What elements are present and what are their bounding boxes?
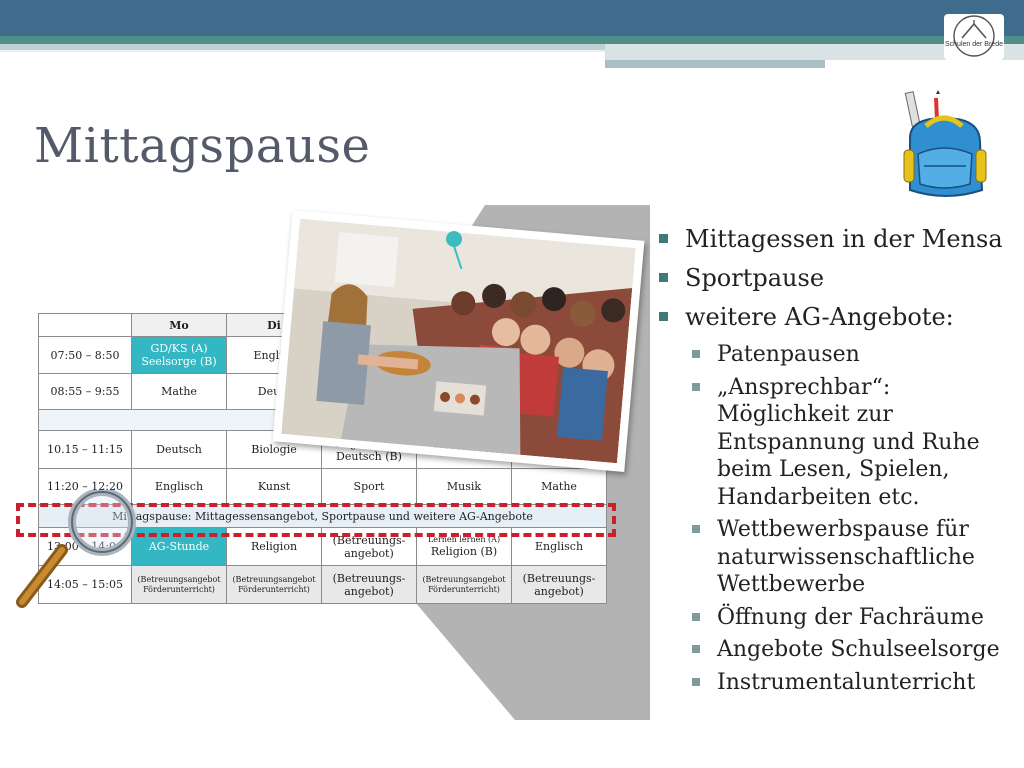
timetable-cell: (Betreuungsangebot Förderunterricht) — [416, 565, 512, 604]
cafeteria-photo-frame — [272, 210, 645, 472]
bullet-text: Sportpause — [685, 264, 825, 292]
timetable-cell: Mathe — [511, 468, 607, 505]
sub-bullet-item: Instrumentalunterricht — [658, 669, 1018, 697]
logo-icon: Schulen der Brede — [944, 14, 1004, 60]
timetable-header-corner — [38, 313, 132, 337]
timetable-lunch-break-row: Mittagspause: Mittagessensangebot, Sport… — [38, 504, 607, 528]
square-bullet-icon — [659, 312, 668, 321]
timetable-cell: (Betreuungs-angebot) — [511, 565, 607, 604]
timetable-cell: Deutsch — [131, 430, 227, 469]
sub-bullet-text: „Ansprechbar“: Möglichkeit zur Entspannu… — [717, 374, 980, 510]
timetable-cell: GD/KS (A) Seelsorge (B) — [131, 336, 227, 374]
timetable-cell: (Betreuungsangebot Förderunterricht) — [131, 565, 227, 604]
header-accent-band — [0, 36, 1024, 44]
bullet-list: Mittagessen in der Mensa Sportpause weit… — [658, 220, 1018, 701]
timetable-cell: Musik — [416, 468, 512, 505]
square-bullet-icon — [659, 273, 668, 282]
header-light-band — [0, 44, 605, 50]
magnifier-icon — [12, 488, 142, 612]
timetable-cell: (Betreuungsangebot Förderunterricht) — [226, 565, 322, 604]
sub-bullet-item: Angebote Schulseelsorge — [658, 636, 1018, 664]
header-band — [0, 0, 1024, 36]
cafeteria-photo — [281, 218, 636, 464]
timetable-cell-text: Religion (B) — [430, 545, 498, 558]
sub-bullet-item: Öffnung der Fachräume — [658, 604, 1018, 632]
header-light-band-lower — [605, 60, 825, 68]
bullet-item: Mittagessen in der Mensa — [658, 220, 1018, 259]
square-bullet-icon — [692, 677, 700, 686]
logo-text: Schulen der Brede — [945, 41, 1003, 48]
sub-bullet-text: Angebote Schulseelsorge — [717, 637, 1000, 662]
header-light-band-thin — [0, 50, 605, 52]
pin-icon — [446, 231, 462, 247]
timetable-time-cell: 08:55 – 9:55 — [38, 373, 132, 410]
bullet-item: Sportpause — [658, 259, 1018, 298]
timetable-cell-small: Lernen lernen (A) — [427, 535, 501, 544]
timetable-header-mo: Mo — [131, 313, 227, 337]
sub-bullet-item: Patenpausen — [658, 341, 1018, 369]
sub-bullet-item: „Ansprechbar“: Möglichkeit zur Entspannu… — [658, 374, 1018, 512]
bullet-item: weitere AG-Angebote: — [658, 298, 1018, 337]
square-bullet-icon — [692, 612, 700, 621]
square-bullet-icon — [692, 645, 700, 653]
timetable-cell: (Betreuungs-angebot) — [321, 565, 417, 604]
timetable-time-cell: 14:05 – 15:05 — [38, 565, 132, 604]
sub-bullet-text: Patenpausen — [717, 342, 860, 367]
square-bullet-icon — [659, 234, 668, 243]
timetable-cell: Englisch — [131, 468, 227, 505]
sub-bullet-text: Öffnung der Fachräume — [717, 604, 984, 630]
timetable-time-cell: 07:50 – 8:50 — [38, 336, 132, 374]
square-bullet-icon — [692, 525, 700, 533]
square-bullet-icon — [692, 382, 700, 391]
square-bullet-icon — [692, 350, 700, 358]
backpack-icon — [896, 90, 996, 202]
sub-bullet-item: Wettbewerbspause für naturwissenschaftli… — [658, 516, 1018, 599]
sub-bullet-text: Wettbewerbspause für naturwissenschaftli… — [717, 517, 975, 597]
header-light-band-right — [605, 44, 1024, 60]
slide-title: Mittagspause — [34, 118, 371, 174]
bullet-text: weitere AG-Angebote: — [685, 303, 954, 331]
timetable-cell: Kunst — [226, 468, 322, 505]
timetable-cell: Sport — [321, 468, 417, 505]
sub-bullet-text: Instrumentalunterricht — [717, 669, 976, 695]
bullet-text: Mittagessen in der Mensa — [685, 225, 1003, 253]
timetable-time-cell: 10.15 – 11:15 — [38, 430, 132, 469]
lunch-break-highlight — [16, 503, 616, 537]
timetable-cell: Mathe — [131, 373, 227, 410]
